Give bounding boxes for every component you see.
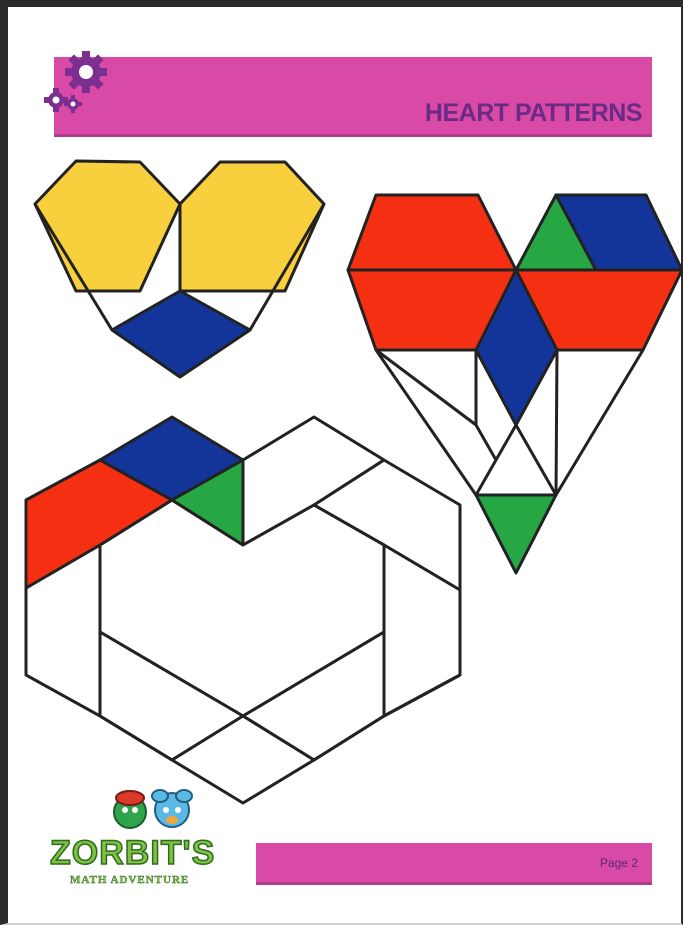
blue-rhombus [112,291,250,377]
footer-banner: Page 2 [256,843,652,885]
zorbits-logo: ZORBIT'S MATH ADVENTURE [40,784,255,892]
heart-1 [35,161,324,377]
white-triangle [556,350,643,495]
logo-wordmark: ZORBIT'S [50,836,215,870]
yellow-hexagon [180,162,324,291]
green-triangle [476,495,556,573]
heart-3 [26,417,460,803]
red-trapezoid [348,195,516,270]
page-number: Page 2 [600,856,638,870]
yellow-hexagon [35,161,180,291]
logo-tagline: MATH ADVENTURE [70,874,189,886]
